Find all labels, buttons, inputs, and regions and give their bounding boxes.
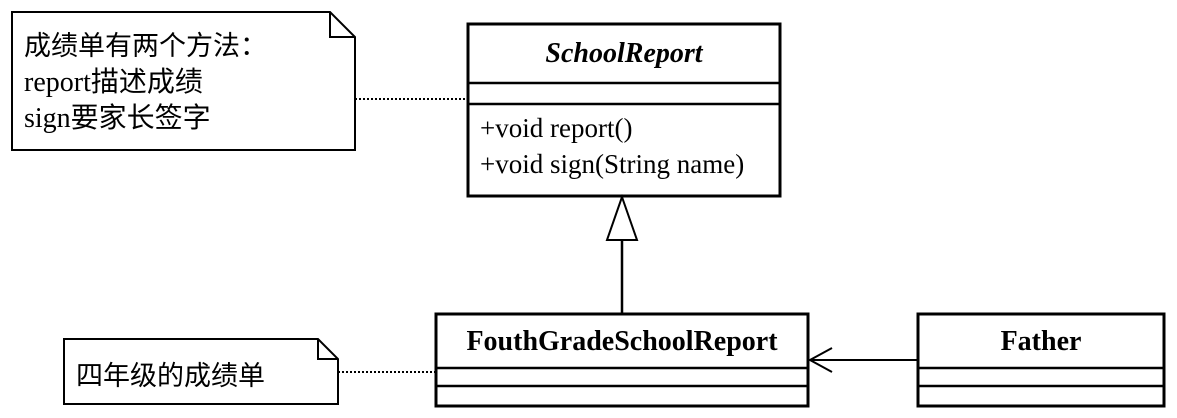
note-top-fold [329,12,355,38]
class-school-report-name: SchoolReport [545,38,703,69]
class-fourth-grade-box [434,312,810,408]
class-father-box [916,312,1166,408]
dependency-arrow [807,347,918,373]
dependency-head [807,347,833,373]
note-top-line1: 成绩单有两个方法： [24,31,267,62]
class-school-report-box [466,22,782,198]
note-top-border [11,11,356,151]
note-bottom-border [63,338,339,405]
class-fourth-grade[interactable]: FouthGradeSchoolReport [434,312,810,408]
class-father[interactable]: Father [916,312,1166,408]
generalization-arrow [605,193,639,314]
note-bottom-fold [317,339,338,360]
class-school-report-method-sign: +void sign(String name) [480,149,744,179]
note-top-line3: sign要家长签字 [24,102,211,134]
note-top-line2: report描述成绩 [24,66,203,98]
note-bottom: 四年级的成绩单 [63,338,339,405]
class-school-report-method-report: +void report() [480,113,632,143]
class-father-name: Father [1001,326,1082,357]
note-bottom-text: 四年级的成绩单 [76,361,265,392]
class-school-report[interactable]: SchoolReport +void report() +void sign(S… [466,22,782,198]
generalization-head [605,193,639,241]
note-top: 成绩单有两个方法： report描述成绩 sign要家长签字 [11,11,356,151]
class-fourth-grade-name: FouthGradeSchoolReport [466,326,778,357]
